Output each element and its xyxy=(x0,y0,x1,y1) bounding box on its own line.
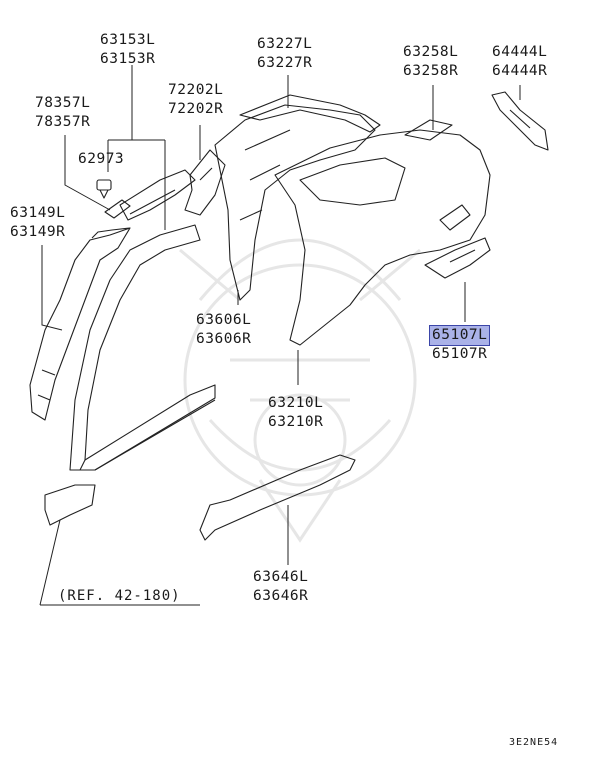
part-65107-panel[interactable] xyxy=(424,237,491,279)
part-number-63258r[interactable]: 63258R xyxy=(403,63,459,79)
part-64444-bracket[interactable] xyxy=(491,91,549,151)
part-number-63227r[interactable]: 63227R xyxy=(257,55,313,71)
label-63153[interactable]: 63153L 63153R xyxy=(100,31,155,69)
part-number-63227l[interactable]: 63227L xyxy=(257,36,313,52)
part-number-64444l[interactable]: 64444L xyxy=(492,44,548,60)
part-number-62973[interactable]: 62973 xyxy=(78,151,125,167)
label-63149[interactable]: 63149L 63149R xyxy=(10,204,65,242)
label-72202[interactable]: 72202L 72202R xyxy=(168,81,223,119)
label-63646[interactable]: 63646L 63646R xyxy=(253,568,308,606)
part-ref-42-180[interactable] xyxy=(44,484,96,526)
watermark-logo xyxy=(179,238,421,543)
part-78357-bracket[interactable] xyxy=(104,199,131,219)
part-number-72202r[interactable]: 72202R xyxy=(168,101,224,117)
part-number-63153r[interactable]: 63153R xyxy=(100,51,156,67)
part-number-63258l[interactable]: 63258L xyxy=(403,44,459,60)
part-number-63646r[interactable]: 63646R xyxy=(253,588,309,604)
label-63606[interactable]: 63606L 63606R xyxy=(196,311,251,349)
label-63258[interactable]: 63258L 63258R xyxy=(403,43,458,81)
part-number-65107l-highlighted[interactable]: 65107L xyxy=(428,325,491,346)
part-number-63646l[interactable]: 63646L xyxy=(253,569,309,585)
part-number-78357l[interactable]: 78357L xyxy=(35,95,91,111)
part-number-78357r[interactable]: 78357R xyxy=(35,114,91,130)
label-63227[interactable]: 63227L 63227R xyxy=(257,35,312,73)
part-number-65107r[interactable]: 65107R xyxy=(432,346,488,362)
part-63227-roof-rail[interactable] xyxy=(239,94,381,133)
part-63258-bracket[interactable] xyxy=(404,119,453,141)
part-62973-clip[interactable] xyxy=(96,179,112,199)
part-number-72202l[interactable]: 72202L xyxy=(168,82,224,98)
part-63210-outer-pillar[interactable] xyxy=(69,224,216,471)
part-63149-pillar[interactable] xyxy=(29,227,131,421)
leader-lines xyxy=(39,65,521,606)
part-number-63149l[interactable]: 63149L xyxy=(10,205,66,221)
part-quarter-outer-panel[interactable] xyxy=(274,129,491,346)
part-number-64444r[interactable]: 64444R xyxy=(492,63,548,79)
part-number-63153l[interactable]: 63153L xyxy=(100,32,156,48)
label-78357[interactable]: 78357L 78357R xyxy=(35,94,90,132)
part-number-63210r[interactable]: 63210R xyxy=(268,414,324,430)
part-63606-quarter-inner[interactable] xyxy=(214,104,376,301)
part-63646-sill[interactable] xyxy=(199,454,356,541)
label-62973[interactable]: 62973 xyxy=(78,150,124,169)
diagram-code: 3E2NE54 xyxy=(509,737,559,748)
part-number-63149r[interactable]: 63149R xyxy=(10,224,66,240)
label-63210[interactable]: 63210L 63210R xyxy=(268,394,323,432)
part-63153-inner-pillar[interactable] xyxy=(119,169,196,221)
label-64444[interactable]: 64444L 64444R xyxy=(492,43,547,81)
reference-label[interactable]: (REF. 42-180) xyxy=(58,588,181,604)
part-number-63606l[interactable]: 63606L xyxy=(196,312,252,328)
part-number-63210l[interactable]: 63210L xyxy=(268,395,324,411)
part-number-63606r[interactable]: 63606R xyxy=(196,331,252,347)
part-72202-bracket[interactable] xyxy=(184,149,226,216)
label-65107[interactable]: 65107L 65107R xyxy=(428,325,491,364)
